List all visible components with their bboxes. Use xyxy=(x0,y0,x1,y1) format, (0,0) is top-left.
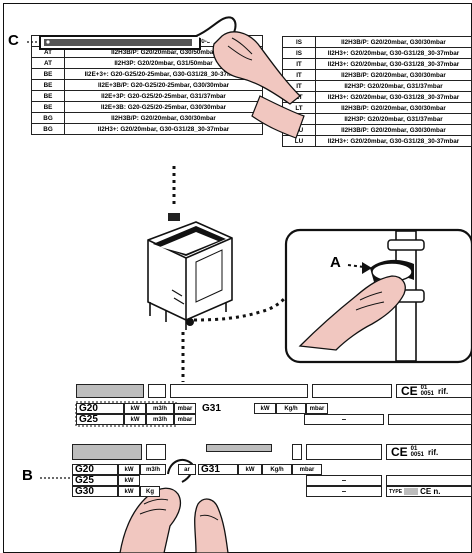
ce-n-label: CE n. xyxy=(420,487,441,496)
callout-b: B xyxy=(22,467,33,484)
plate-bottom-field-3: – xyxy=(306,486,382,497)
plate-top-field-2 xyxy=(388,414,472,425)
ce-number-2-bottom: 0051 xyxy=(410,452,425,458)
m3h-label-g25: m3/h xyxy=(146,414,174,425)
plate-bottom-field-2 xyxy=(386,475,472,486)
type-label: TYPE xyxy=(389,488,403,495)
plate-bottom-ce-mark: CE 01 0051 rif. xyxy=(386,444,472,460)
ce-mark: CE xyxy=(401,384,418,398)
ce-number-1-bottom: 01 xyxy=(410,446,418,452)
plate-bottom-blank-2 xyxy=(146,444,166,460)
kw-label-g25-bottom: kW xyxy=(118,475,140,486)
kgh-label: Kg/h xyxy=(276,403,306,414)
kw-label-bottom: kW xyxy=(118,464,140,475)
peeled-label-sticker xyxy=(39,16,237,50)
mbar-label-g25: mbar xyxy=(174,414,196,425)
kw-label: kW xyxy=(124,403,146,414)
plate-bottom-blank-4 xyxy=(292,444,302,460)
gas-g25-label: G25 xyxy=(76,414,124,425)
hand-peeling-sticker-top xyxy=(212,31,305,139)
mbar-label-bottom: mbar xyxy=(292,464,322,475)
plate-top-blank-3 xyxy=(170,384,308,398)
gas-g31-label: G31 xyxy=(200,403,254,414)
gas-category: II2H3+: G20/20mbar, G30-G31/28_30-37mbar xyxy=(315,135,472,147)
kw-label-g25: kW xyxy=(124,414,146,425)
plate-bottom-blank-3 xyxy=(206,444,272,452)
plate-top-ce-mark: CE 01 0051 rif. xyxy=(396,384,472,398)
kw-label-g30-bottom: kW xyxy=(118,486,140,497)
rif-label: rif. xyxy=(438,386,449,396)
gas-g31-label-bottom: G31 xyxy=(198,464,238,475)
country-code: LU xyxy=(282,135,316,147)
valve-detail-inset xyxy=(284,228,472,364)
kw-label-g31-bottom: kW xyxy=(238,464,262,475)
ce-mark-bottom: CE xyxy=(391,445,408,459)
gas-g25-label-bottom: G25 xyxy=(72,475,118,486)
gas-g20-label: G20 xyxy=(76,403,124,414)
plate-bottom-type-field: TYPE CE n. xyxy=(386,486,472,497)
ce-number-1: 01 xyxy=(420,385,428,391)
kg-label-bottom: Kg xyxy=(140,486,160,497)
mbar-label-g31: mbar xyxy=(306,403,328,414)
ce-number-2: 0051 xyxy=(420,391,435,397)
plate-top-blank-2 xyxy=(148,384,166,398)
mbar-label: mbar xyxy=(174,403,196,414)
rif-label-bottom: rif. xyxy=(428,447,439,457)
gas-g20-label-bottom: G20 xyxy=(72,464,118,475)
plate-bottom-blank-5 xyxy=(306,444,382,460)
kw-label-g31: kW xyxy=(254,403,276,414)
kgh-label-bottom: Kg/h xyxy=(262,464,292,475)
callout-c: C xyxy=(8,32,19,49)
ar-label-bottom: ar xyxy=(178,464,196,475)
appliance-unit xyxy=(147,221,233,330)
m3h-label: m3/h xyxy=(146,403,174,414)
plate-bottom-blank-1 xyxy=(72,444,142,460)
plate-bottom-field-1: – xyxy=(306,475,382,486)
plate-top-blank-4 xyxy=(312,384,392,398)
plate-top-field-1: – xyxy=(304,414,384,425)
gas-g30-label-bottom: G30 xyxy=(72,486,118,497)
m3h-label-bottom: m3/h xyxy=(140,464,166,475)
plate-top-blank-1 xyxy=(76,384,144,398)
callout-a: A xyxy=(330,254,341,271)
gas-category: II2H3+: G20/20mbar, G30-G31/28_30-37mbar xyxy=(64,123,263,135)
